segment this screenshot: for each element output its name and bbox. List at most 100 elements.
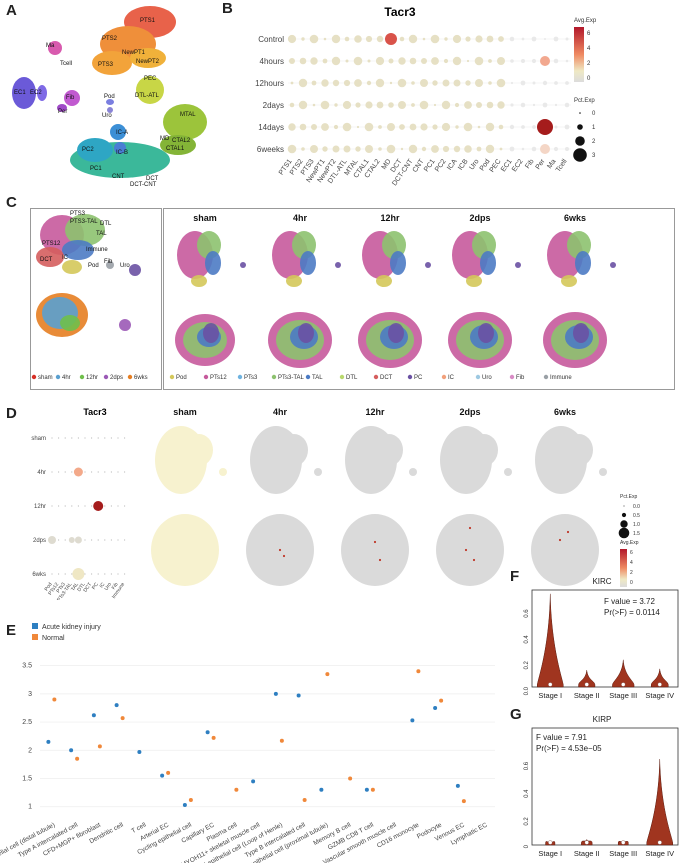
panel-letter-f: F bbox=[510, 568, 520, 585]
panel-c-left-box bbox=[30, 208, 162, 390]
umap-cluster-label: IC-A bbox=[116, 130, 128, 136]
d-expression-spot bbox=[558, 538, 562, 542]
dotplot-col-label: PC2 bbox=[434, 158, 448, 173]
dotplot-dot bbox=[411, 103, 415, 107]
dotplot-col-label: CNT bbox=[412, 158, 426, 174]
e-ytick: 2.5 bbox=[22, 719, 32, 726]
dotplot-dot bbox=[331, 56, 341, 66]
legend-celltype-label: TAL bbox=[312, 375, 323, 381]
d-dot bbox=[124, 505, 126, 507]
dotplot-dot bbox=[345, 59, 349, 63]
e-point-aki bbox=[364, 787, 369, 792]
dotplot-dot bbox=[496, 78, 506, 88]
d-dot bbox=[84, 573, 86, 575]
d-dot bbox=[58, 573, 60, 575]
dotplot-dot bbox=[422, 37, 426, 41]
d-sc-map bbox=[280, 434, 308, 466]
d-sc-map bbox=[375, 434, 403, 466]
dotplot-dot bbox=[486, 101, 494, 109]
dotplot-dot bbox=[342, 122, 352, 132]
violin-xlabel: Stage I bbox=[538, 691, 562, 700]
dotplot-dot bbox=[354, 35, 362, 43]
dotplot-dot bbox=[388, 58, 394, 64]
legend-pct-dot bbox=[577, 124, 583, 130]
d-dot bbox=[97, 437, 99, 439]
panel-g-stat1: F value = 7.91 bbox=[536, 733, 587, 742]
dotplot-dot bbox=[431, 57, 439, 65]
legend-celltype-dot bbox=[441, 374, 447, 380]
panel-letter-e: E bbox=[6, 622, 17, 639]
dotplot-dot bbox=[485, 144, 495, 154]
spatial-blob bbox=[240, 262, 246, 268]
e-point-normal bbox=[234, 787, 239, 792]
spatial-blob bbox=[191, 275, 207, 287]
dotplot-col-label: Per bbox=[535, 158, 547, 171]
panel-letter-d: D bbox=[6, 405, 17, 422]
violin-median bbox=[657, 840, 662, 845]
e-point-aki bbox=[137, 749, 142, 754]
dotplot-dot bbox=[299, 57, 307, 65]
d-legend-pct-dot bbox=[618, 527, 630, 539]
dotplot-dot bbox=[499, 147, 503, 151]
dotplot-dot bbox=[365, 101, 373, 109]
d-dot bbox=[51, 505, 53, 507]
dotplot-dot bbox=[474, 56, 484, 66]
d-dot bbox=[51, 573, 53, 575]
violin-shape bbox=[650, 668, 669, 688]
d-spatial-map bbox=[531, 514, 599, 586]
dotplot-dot bbox=[454, 102, 460, 108]
spatial-blob bbox=[203, 323, 219, 343]
dotplot-col-label: ICB bbox=[457, 158, 470, 172]
dotplot-dot bbox=[322, 146, 328, 152]
d-dot bbox=[91, 437, 93, 439]
dotplot-dot bbox=[540, 56, 550, 66]
violin-shape bbox=[646, 759, 673, 846]
dotplot-dot bbox=[312, 103, 316, 107]
d-col-label: Fib bbox=[111, 582, 120, 591]
dotplot-dot bbox=[453, 145, 461, 153]
dotplot-dot bbox=[309, 34, 319, 44]
umap-cluster-label: DCT-CNT bbox=[130, 182, 157, 188]
dotplot-dot bbox=[521, 59, 525, 63]
dotplot-dot bbox=[323, 37, 327, 41]
dotplot-dot bbox=[488, 81, 492, 85]
e-ytick: 3.5 bbox=[22, 663, 32, 670]
spatial-blob bbox=[573, 323, 589, 343]
d-dot bbox=[74, 536, 82, 544]
panel-b-title: Tacr3 bbox=[384, 5, 415, 19]
panel-f-title: KIRC bbox=[592, 577, 611, 586]
condition-title: sham bbox=[193, 213, 217, 223]
dotplot-dot bbox=[366, 80, 372, 86]
dotplot-dot bbox=[356, 125, 360, 129]
e-point-normal bbox=[188, 797, 193, 802]
legend-pct-dot bbox=[573, 148, 587, 162]
legend-pct-dot bbox=[575, 136, 585, 146]
dotplot-dot bbox=[509, 36, 515, 42]
umap-cluster-label: PC2 bbox=[82, 147, 94, 153]
d-sc-map bbox=[185, 434, 213, 466]
e-point-aki bbox=[91, 713, 96, 718]
d-dot bbox=[104, 539, 106, 541]
d-expression-spot bbox=[464, 548, 468, 552]
d-dot bbox=[104, 573, 106, 575]
legend-avg-tick: 4 bbox=[587, 46, 591, 52]
dotplot-dot bbox=[485, 122, 495, 132]
d-dot bbox=[73, 467, 83, 477]
overview-cluster-label: PTS12 bbox=[42, 241, 61, 247]
dotplot-dot bbox=[554, 81, 558, 85]
overview-cluster-label: Uro bbox=[120, 263, 130, 269]
spatial-blob bbox=[106, 261, 114, 269]
e-legend-swatch bbox=[32, 634, 38, 640]
dotplot-dot bbox=[298, 100, 308, 110]
dotplot-dot bbox=[565, 147, 569, 151]
d-dot bbox=[110, 471, 112, 473]
dotplot-dot bbox=[486, 35, 494, 43]
dotplot-dot bbox=[521, 147, 525, 151]
dotplot-dot bbox=[565, 37, 569, 41]
dotplot-dot bbox=[531, 58, 537, 64]
d-dot bbox=[71, 573, 73, 575]
panel-letter-a: A bbox=[6, 2, 17, 19]
legend-pct-tick: 3 bbox=[592, 153, 596, 159]
dotplot-dot bbox=[465, 80, 471, 86]
violin-shape bbox=[537, 593, 564, 688]
